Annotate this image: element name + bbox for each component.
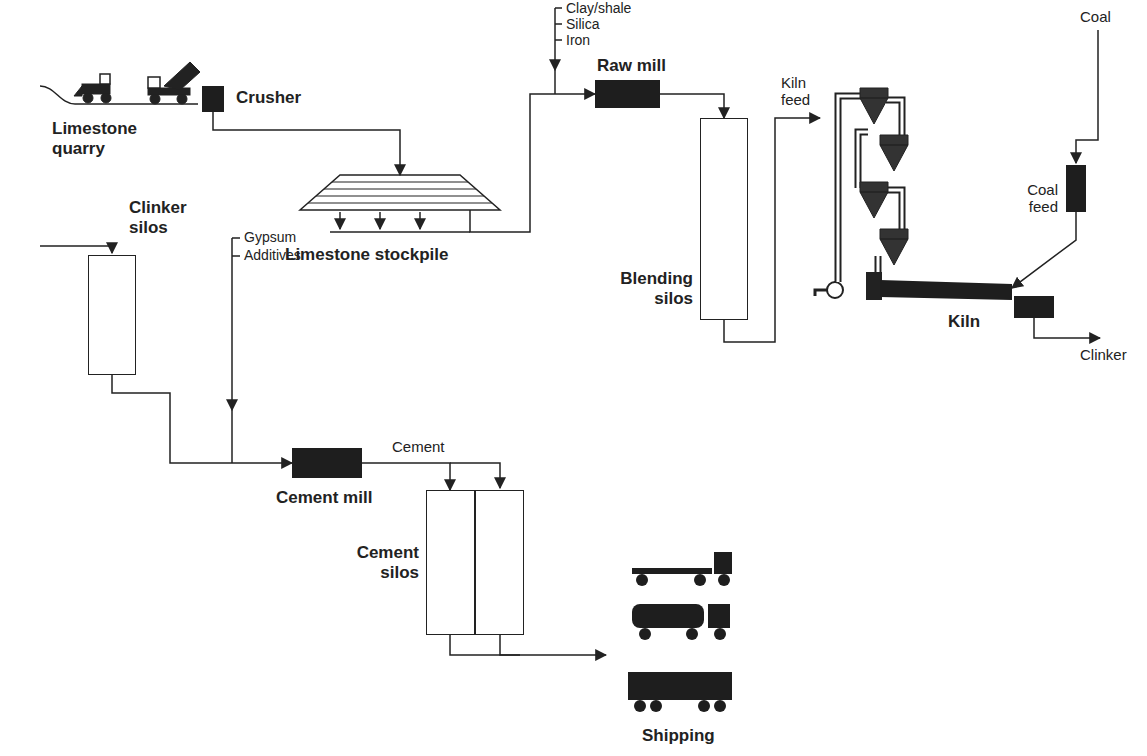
exhaust-duct [838,96,862,282]
quarry: Limestone quarry [40,55,205,106]
node-label: Cement silos [357,543,419,582]
clinker-cooler [1014,296,1054,318]
cement-silo: Cement silos [426,490,524,635]
loader-body [82,84,110,94]
blending-silo: Blending silos [700,118,748,320]
reclaim-arrow [379,212,381,229]
shipping: Shipping [606,540,740,720]
clinker-silo: Clinker silos [88,255,136,375]
wheel [714,700,726,712]
clinker-input-arrow [40,246,112,253]
fan-outlet [815,290,827,296]
node-label: Limestone stockpile [285,245,448,265]
wheel [101,93,111,103]
flow-connector [112,375,292,463]
stockpile-layers [308,182,492,203]
coal-feed-box: Coal feed [1066,165,1086,212]
shipping-illustration [628,552,732,712]
wheel [639,628,651,640]
feed-line [554,8,556,70]
raw-additive-feed [555,8,562,94]
wheel [686,628,698,640]
cyclone [880,229,908,265]
feed-line [554,70,556,94]
exhaust-duct-inner [838,96,862,282]
cyclone [880,135,908,171]
silo-branch-arrow [450,463,500,488]
wheel [636,574,648,586]
wheel [634,700,646,712]
rail-car [628,672,732,700]
fan [827,282,843,298]
silo-outlet-line [500,635,520,655]
flow-connector [470,94,595,232]
silo-divider [474,491,476,634]
flow-label: Kiln feed [781,74,810,109]
truck-cab [148,77,160,88]
loader-cab [100,74,110,84]
node-label: Limestone quarry [52,119,137,158]
node-label: Shipping [642,726,715,746]
coal-arrow [1076,30,1098,163]
node-label: Cement mill [276,488,372,508]
node-label: Clinker silos [129,198,187,237]
cement-mill-box: Cement mill [292,448,362,478]
output-label: Clinker [1080,346,1127,363]
node-label: Coal feed [1027,181,1058,216]
flow-label: Cement [392,438,445,455]
rotary-kiln [880,280,1012,300]
gypsum-line [231,238,233,410]
wheel [718,574,730,586]
collector-line [330,231,470,233]
input-label: Coal [1080,8,1111,25]
kiln: Kiln [820,78,1012,305]
truck-cab [714,552,732,574]
truck-cab [708,604,730,628]
node-label: Raw mill [597,56,666,76]
node-label: Kiln [948,312,980,332]
input-label: Clay/shale [566,0,631,16]
wheel [694,574,706,586]
kiln-illustration [815,30,1100,338]
flow-connector [1012,212,1076,288]
gypsum-ticks [232,238,240,256]
wheel [150,94,160,104]
kiln-inlet [866,272,882,300]
input-label: Gypsum [244,229,296,245]
wheel [698,700,710,712]
input-label: Silica [566,16,599,32]
loader-bucket [74,86,82,96]
wheel [177,94,187,104]
wheel [650,700,662,712]
flow-connector [450,635,606,655]
truck-dump-bed [164,62,200,90]
flow-connector [660,94,724,118]
reclaim-arrow [339,212,341,229]
tanker [632,604,704,628]
flow-connector [362,463,450,490]
flow-connector [213,112,400,175]
stockpile-outline [300,175,500,210]
reclaim-arrow [419,212,421,229]
quarry-illustration [40,62,200,104]
clinker-arrow [1034,318,1100,338]
node-label: Blending silos [620,269,693,308]
input-label: Iron [566,32,590,48]
gypsum-line [231,410,233,463]
crusher-box: Crusher [202,86,224,112]
cyclone [860,182,888,218]
node-label: Crusher [236,88,301,108]
input-label: Additives [244,247,301,263]
flatbed [632,568,712,574]
wheel [714,628,726,640]
stockpile: Limestone stockpile [300,175,500,210]
cyclone [860,88,888,124]
wheel [83,93,93,103]
feed-ticks [555,8,562,40]
raw-mill-box: Raw mill [595,80,660,108]
